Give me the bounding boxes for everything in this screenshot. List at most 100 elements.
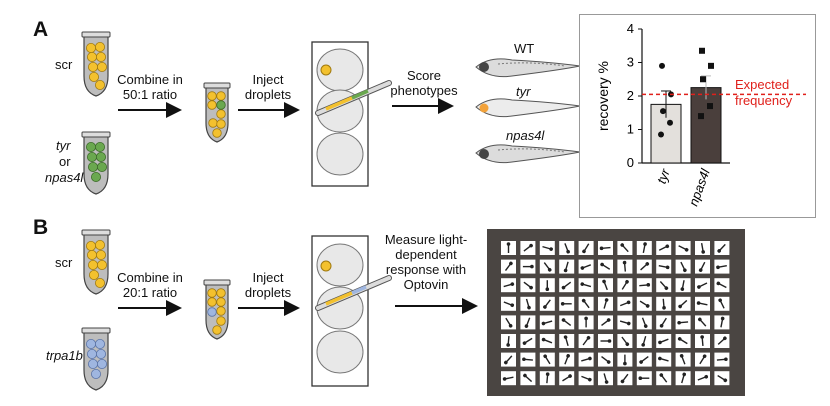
label-or: or: [59, 154, 71, 169]
well-cell: [714, 315, 730, 330]
larva-head: [643, 324, 648, 328]
label-scr-a: scr: [55, 57, 73, 72]
larva-head: [524, 324, 529, 328]
larva-head: [560, 302, 565, 306]
injection-plate-a: [311, 41, 392, 187]
y-tick-label: 1: [627, 122, 634, 137]
fish-tyr: [475, 98, 581, 118]
y-tick-label: 4: [627, 21, 634, 36]
well-cell: [520, 296, 536, 311]
larva-head: [543, 305, 547, 309]
data-point: [698, 113, 704, 120]
larva-head: [717, 249, 721, 253]
well-cell: [636, 371, 652, 386]
larva-head: [581, 298, 586, 303]
well-cell: [598, 371, 613, 386]
larva-head: [607, 339, 612, 343]
larva-head: [529, 243, 533, 248]
larva-head: [604, 380, 609, 384]
larva-head: [723, 336, 727, 341]
well-cell: [520, 315, 536, 330]
well-cell: [598, 278, 613, 293]
fish-label-wt: WT: [514, 41, 535, 56]
larva-head: [543, 354, 547, 359]
well-cell: [636, 334, 652, 348]
larva-head: [580, 266, 585, 270]
larva-head: [659, 323, 664, 328]
expected-label: Expected: [735, 77, 789, 92]
larva-head: [545, 287, 550, 291]
larva-head: [718, 298, 722, 303]
well-cell: [695, 315, 710, 330]
well-cell: [559, 334, 575, 348]
larva-head: [658, 356, 662, 361]
y-axis-label: recovery %: [595, 61, 611, 131]
larva-head: [625, 280, 629, 284]
well-cell: [539, 352, 555, 367]
well-cell: [656, 296, 672, 311]
well-cell: [559, 296, 575, 311]
larva-head: [622, 260, 627, 265]
larva-head: [724, 357, 728, 362]
label-trpa1b: trpa1b: [46, 348, 83, 363]
larva-head: [547, 267, 552, 272]
label-npas4l-tube: npas4l: [45, 170, 84, 185]
y-tick-label: 2: [627, 88, 634, 103]
larva-head: [563, 268, 568, 273]
well-cell: [539, 278, 555, 293]
well-cell: [578, 352, 594, 367]
well-cell: [617, 296, 633, 311]
tube-trpa1b: [81, 327, 111, 391]
well-cell: [617, 278, 633, 293]
larva-head: [677, 320, 681, 325]
larva-head: [586, 336, 591, 340]
larva-head: [698, 317, 702, 322]
bar-npas4l: [690, 87, 722, 164]
data-point: [667, 119, 673, 126]
larva-head: [720, 316, 725, 321]
larva-head: [580, 282, 585, 286]
larva-head: [716, 281, 721, 286]
larva-head: [604, 298, 609, 302]
well-cell: [520, 334, 536, 348]
well-cell: [598, 259, 613, 274]
tube-scr-a: [81, 31, 111, 97]
well-cell: [578, 334, 594, 348]
larva-head: [606, 318, 611, 322]
well-cell: [617, 259, 633, 274]
larva-head: [561, 318, 566, 322]
larva-head: [704, 374, 709, 379]
well-cell: [636, 241, 652, 255]
label-scr-b: scr: [55, 255, 73, 270]
injection-plate-b: [311, 235, 392, 387]
larva-head: [698, 268, 703, 272]
fish-npas4l: [475, 144, 581, 164]
data-point: [699, 47, 705, 54]
well-cell: [578, 278, 594, 293]
larva-head: [658, 340, 662, 345]
well-cell: [656, 352, 672, 367]
larva-head: [522, 357, 526, 362]
larva-head: [506, 242, 511, 246]
larva-head: [645, 262, 650, 266]
larva-head: [678, 304, 682, 309]
data-point: [700, 76, 706, 83]
well-cell: [636, 315, 652, 330]
larva-head: [504, 360, 508, 365]
larva-head: [582, 249, 586, 254]
well-cell: [539, 315, 555, 330]
well-cell: [520, 259, 536, 274]
larva-head: [677, 337, 682, 341]
well-cell: [520, 241, 536, 255]
larva-head: [563, 335, 568, 339]
larva-head: [510, 303, 515, 308]
well-cell: [675, 259, 691, 274]
larva-head: [566, 354, 570, 358]
well-cell: [695, 241, 710, 255]
larva-head: [502, 377, 507, 381]
larva-head: [638, 376, 643, 380]
larva-head: [701, 250, 705, 254]
